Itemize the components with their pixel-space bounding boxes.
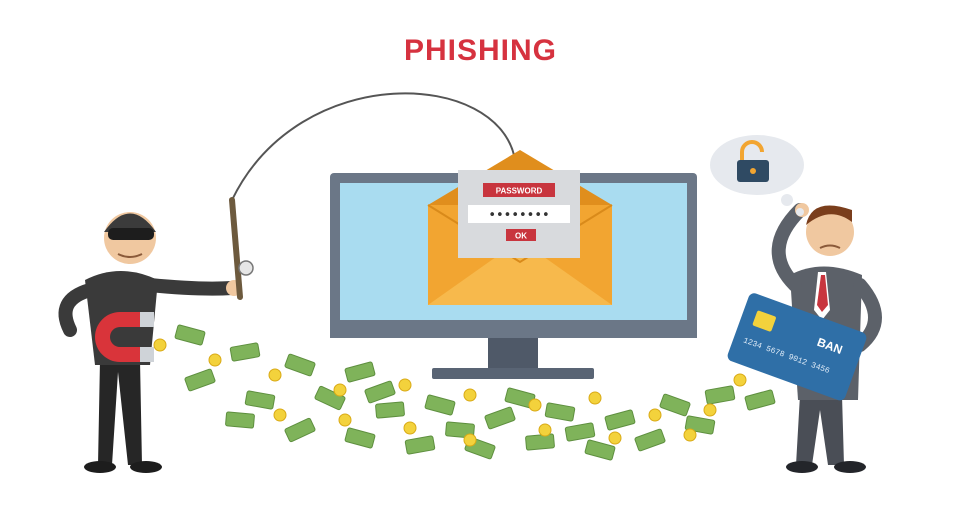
coin-icon bbox=[648, 408, 662, 422]
banknote-icon bbox=[564, 422, 596, 442]
coin-icon bbox=[153, 338, 167, 352]
banknote-icon bbox=[344, 427, 376, 449]
banknote-icon bbox=[225, 411, 255, 429]
banknote-icon bbox=[659, 393, 691, 417]
coin-icon bbox=[703, 403, 717, 417]
banknote-icon bbox=[445, 421, 475, 439]
coin-icon bbox=[588, 391, 602, 405]
coin-icon bbox=[403, 421, 417, 435]
thought-bubble bbox=[710, 135, 804, 216]
coin-icon bbox=[733, 373, 747, 387]
banknote-icon bbox=[229, 342, 261, 362]
coin-icon bbox=[338, 413, 352, 427]
coin-icon bbox=[333, 383, 347, 397]
credit-card-icon: BAN 1234 5678 9012 3456 bbox=[727, 293, 867, 401]
banknote-icon bbox=[344, 361, 376, 383]
coin-icon bbox=[463, 433, 477, 447]
coin-icon bbox=[538, 423, 552, 437]
fishing-rod bbox=[229, 197, 254, 300]
banknote-icon bbox=[244, 390, 276, 410]
password-label: PASSWORD bbox=[496, 187, 543, 196]
banknote-icon bbox=[544, 402, 576, 422]
banknote-icon bbox=[184, 368, 216, 392]
password-popup: PASSWORD •••••••• OK bbox=[458, 170, 580, 258]
coin-icon bbox=[528, 398, 542, 412]
banknote-icon bbox=[284, 353, 316, 377]
coin-icon bbox=[208, 353, 222, 367]
password-field[interactable]: •••••••• bbox=[488, 208, 549, 223]
banknote-icon bbox=[634, 428, 666, 452]
thief bbox=[58, 212, 242, 473]
coin-icon bbox=[273, 408, 287, 422]
page-title: PHISHING bbox=[403, 34, 558, 67]
money-stream bbox=[153, 324, 776, 461]
banknote-icon bbox=[364, 380, 396, 404]
banknote-icon bbox=[584, 439, 616, 461]
ok-button[interactable]: OK bbox=[515, 232, 527, 241]
banknote-icon bbox=[744, 389, 776, 411]
banknote-icon bbox=[404, 435, 436, 455]
banknote-icon bbox=[525, 433, 555, 451]
banknote-icon bbox=[284, 417, 316, 443]
banknote-icon bbox=[484, 406, 516, 430]
coin-icon bbox=[608, 431, 622, 445]
coin-icon bbox=[463, 388, 477, 402]
banknote-icon bbox=[174, 324, 206, 346]
banknote-icon bbox=[424, 394, 456, 416]
coin-icon bbox=[268, 368, 282, 382]
banknote-icon bbox=[604, 409, 636, 431]
banknote-icon bbox=[375, 401, 405, 419]
banknote-icon bbox=[314, 385, 346, 411]
coin-icon bbox=[398, 378, 412, 392]
coin-icon bbox=[683, 428, 697, 442]
fishing-line bbox=[231, 92, 516, 201]
banknote-icon bbox=[704, 385, 736, 405]
magnet-icon bbox=[95, 312, 154, 362]
lock-icon bbox=[737, 140, 769, 182]
